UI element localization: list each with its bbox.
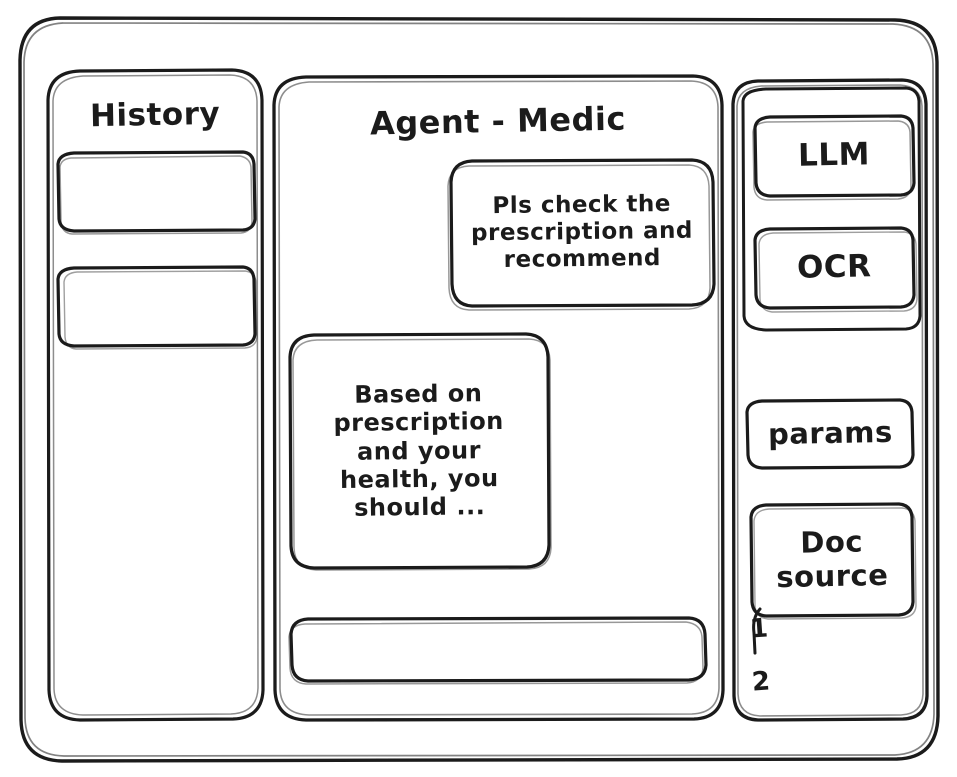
doc-source-button[interactable]: Doc source: [752, 504, 912, 614]
page-title: Agent - Medic: [286, 98, 710, 146]
params-button[interactable]: params: [748, 400, 912, 466]
tool-button-llm[interactable]: LLM: [756, 116, 912, 194]
history-title: History: [48, 92, 262, 138]
history-item-2[interactable]: [58, 267, 252, 345]
doc-source-label: Doc source: [776, 524, 889, 595]
doc-source-item-2[interactable]: 2: [750, 664, 782, 700]
doc-source-item-1[interactable]: 1: [748, 612, 780, 646]
message-user-text: Pls check the prescription and recommend: [470, 191, 694, 274]
doc-source-item-1-label: 1: [748, 613, 770, 645]
page-title-label: Agent - Medic: [369, 99, 627, 143]
message-agent-text: Based on prescription and your health, y…: [333, 379, 504, 523]
params-label: params: [767, 414, 893, 452]
tool-llm-label: LLM: [797, 136, 871, 174]
history-title-label: History: [89, 95, 221, 134]
tool-button-ocr[interactable]: OCR: [756, 228, 912, 306]
message-bubble-agent[interactable]: Based on prescription and your health, y…: [290, 334, 548, 568]
doc-source-item-2-label: 2: [750, 666, 772, 698]
message-input[interactable]: [292, 618, 704, 680]
tool-ocr-label: OCR: [796, 247, 872, 286]
message-bubble-user[interactable]: Pls check the prescription and recommend: [452, 160, 712, 306]
history-item-1[interactable]: [58, 152, 252, 230]
